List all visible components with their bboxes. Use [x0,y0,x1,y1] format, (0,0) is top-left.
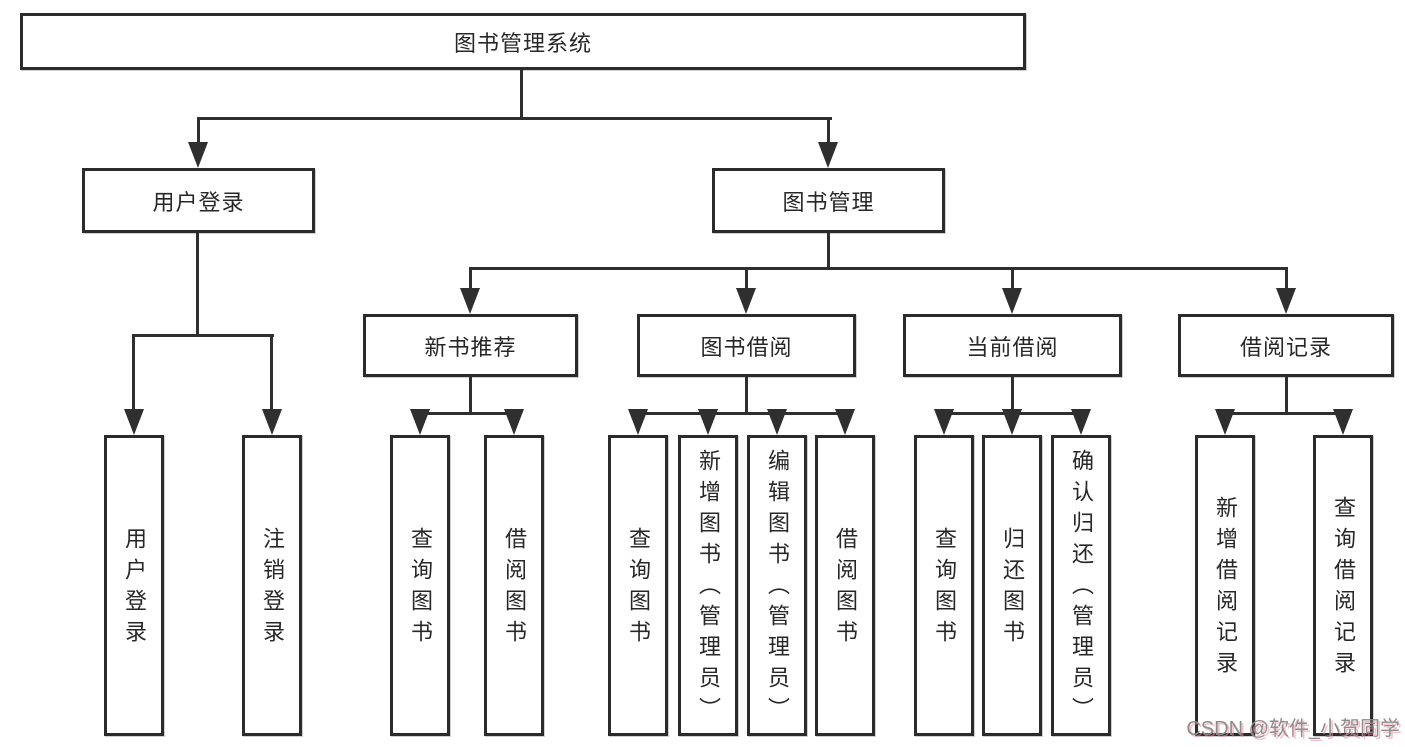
leaf-query-borrow-record: 查询借阅记录 [1313,435,1373,736]
connector-stub-level3 [469,267,472,291]
csdn-watermark: CSDN @软件_小贺同学 [1186,718,1400,740]
leaf-add-borrow-record: 新增借阅记录 [1195,435,1255,736]
connector-borrow-records-trunk [1285,377,1288,415]
arrow-down-icon [1333,409,1353,435]
arrow-down-icon [262,409,282,435]
node-book-management: 图书管理 [712,168,945,233]
connector-stub-user-login [197,117,200,147]
arrow-down-icon [934,409,954,435]
node-current-borrow: 当前借阅 [903,314,1122,377]
leaf-query-books-3: 查询图书 [914,435,974,736]
leaf-confirm-return-admin: 确认归还（管理员） [1051,435,1111,736]
connector-stub-level3 [1285,267,1288,291]
arrow-down-icon [410,409,430,435]
arrow-down-icon [460,288,480,314]
arrow-down-icon [628,409,648,435]
leaf-borrow-books-1: 借阅图书 [484,435,544,736]
arrow-down-icon [698,409,718,435]
connector-stub-leaf [132,334,135,412]
connector-book-borrow-rail [637,412,847,415]
connector-stub-leaf [270,334,273,412]
arrow-down-icon [504,409,524,435]
arrow-down-icon [835,409,855,435]
leaf-query-books-1: 查询图书 [390,435,450,736]
arrow-down-icon [736,288,756,314]
leaf-add-book-admin: 新增图书（管理员） [678,435,738,736]
arrow-down-icon [1071,409,1091,435]
arrow-down-icon [1215,409,1235,435]
arrow-down-icon [1002,409,1022,435]
leaf-borrow-books-2: 借阅图书 [815,435,875,736]
arrow-down-icon [1002,288,1022,314]
arrow-down-icon [818,142,838,168]
node-root: 图书管理系统 [20,13,1026,70]
leaf-query-books-2: 查询图书 [608,435,668,736]
arrow-down-icon [1276,288,1296,314]
leaf-user-login: 用户登录 [104,435,164,736]
arrow-down-icon [124,409,144,435]
connector-new-book-trunk [469,377,472,415]
connector-borrow-records-rail [1224,412,1344,415]
leaf-edit-book-admin: 编辑图书（管理员） [747,435,807,736]
connector-book-borrow-trunk [745,377,748,415]
leaf-logout: 注销登录 [242,435,302,736]
connector-book-management-trunk [827,233,830,270]
connector-root-trunk [520,70,523,120]
connector-new-book-rail [419,412,516,415]
node-new-book-recommend: 新书推荐 [363,314,578,377]
connector-stub-level3 [745,267,748,291]
connector-level2-rail [197,117,832,120]
connector-stub-level3 [1011,267,1014,291]
connector-stub-book-management [827,117,830,147]
node-borrow-records: 借阅记录 [1178,314,1394,377]
node-user-login: 用户登录 [82,168,315,233]
node-book-borrow: 图书借阅 [637,314,856,377]
connector-user-login-trunk [196,233,199,337]
arrow-down-icon [767,409,787,435]
leaf-return-books: 归还图书 [982,435,1042,736]
connector-current-borrow-trunk [1011,377,1014,415]
connector-level3-rail [469,267,1288,270]
connector-user-login-rail [132,334,274,337]
arrow-down-icon [188,142,208,168]
